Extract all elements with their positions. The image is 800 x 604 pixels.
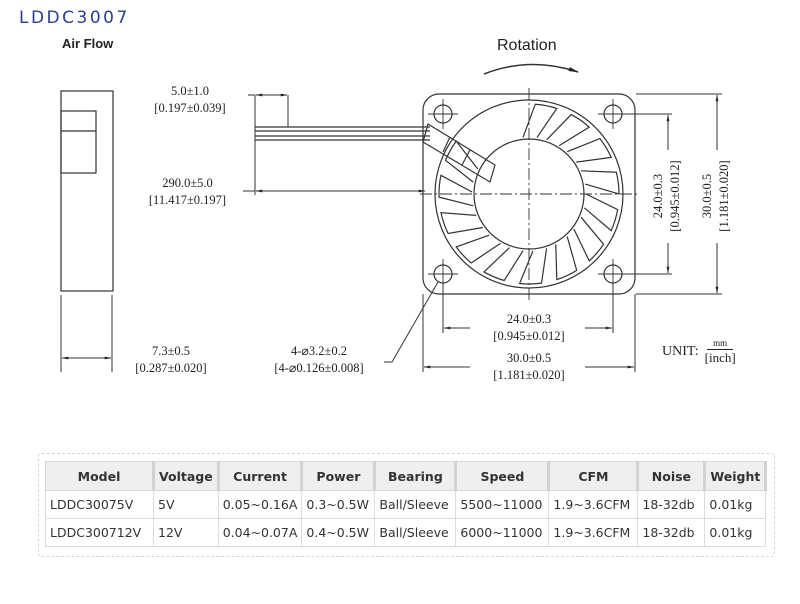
unit-fraction: mm [inch] xyxy=(705,338,736,365)
col-bearing: Bearing xyxy=(374,461,458,491)
table-row: LDDC300712V 12V 0.04~0.07A 0.4~0.5W Ball… xyxy=(45,518,767,547)
dim-hole-spacing-v: 24.0±0.3 [0.945±0.012] xyxy=(650,146,684,246)
cell-speed: 5500~11000 xyxy=(455,490,550,519)
col-cfm: CFM xyxy=(548,461,640,491)
dim-frame-width-mm: 30.0±0.5 xyxy=(506,351,552,365)
fan-blade xyxy=(438,174,474,207)
dim-hole-spacing-v-inch: [0.945±0.012] xyxy=(668,160,682,232)
dim-thickness-inch: [0.287±0.020] xyxy=(135,361,207,375)
dim-frame-width: 30.0±0.5 [1.181±0.020] xyxy=(473,350,585,384)
cell-cfm: 1.9~3.6CFM xyxy=(548,490,639,519)
dim-hole-spacing-v-mm: 24.0±0.3 xyxy=(651,173,665,219)
dim-lead-strip-inch: [0.197±0.039] xyxy=(154,101,226,115)
fan-blade xyxy=(440,212,483,235)
model-title: LDDC3007 xyxy=(19,8,130,28)
fan-blade xyxy=(583,193,619,232)
fan-front-view xyxy=(420,88,640,300)
side-view-connector xyxy=(60,110,97,174)
cable xyxy=(243,93,430,195)
dim-lead-length-inch: [11.417±0.197] xyxy=(148,193,227,207)
cell-current: 0.05~0.16A xyxy=(217,490,303,519)
dim-hole-spacing-h: 24.0±0.3 [0.945±0.012] xyxy=(473,311,585,345)
dim-mounting-holes: 4-⌀3.2±0.2 [4-⌀0.126±0.008] xyxy=(253,343,385,377)
cell-current: 0.04~0.07A xyxy=(217,518,303,547)
dim-frame-height-mm: 30.0±0.5 xyxy=(700,173,714,219)
cell-bearing: Ball/Sleeve xyxy=(374,518,457,547)
fan-blade xyxy=(455,234,501,264)
col-model: Model xyxy=(45,461,155,491)
spec-table: Model Voltage Current Power Bearing Spee… xyxy=(45,461,768,547)
dim-thickness-mm: 7.3±0.5 xyxy=(151,344,191,358)
cell-voltage: 5V xyxy=(153,490,219,519)
spec-table-header: Model Voltage Current Power Bearing Spee… xyxy=(45,461,768,491)
cell-model: LDDC300712V xyxy=(45,518,154,547)
cell-noise: 18-32db xyxy=(637,518,706,547)
dim-mounting-holes-mm: 4-⌀3.2±0.2 xyxy=(290,344,348,358)
cell-weight: 0.01kg xyxy=(704,518,767,547)
dim-thickness: 7.3±0.5 [0.287±0.020] xyxy=(118,343,224,377)
side-view-body xyxy=(60,90,114,292)
fan-blade xyxy=(483,247,524,282)
col-speed: Speed xyxy=(455,461,551,491)
cell-bearing: Ball/Sleeve xyxy=(374,490,457,519)
cell-model: LDDC30075V xyxy=(45,490,154,519)
table-row: LDDC30075V 5V 0.05~0.16A 0.3~0.5W Ball/S… xyxy=(45,490,767,519)
air-flow-label: Air Flow xyxy=(62,36,114,51)
dim-frame-height-inch: [1.181±0.020] xyxy=(717,160,731,232)
unit-label: UNIT: xyxy=(662,343,699,359)
dim-mounting-holes-inch: [4-⌀0.126±0.008] xyxy=(274,361,364,375)
fan-blade xyxy=(573,216,605,262)
fan-blade xyxy=(444,140,479,183)
dim-lead-strip: 5.0±1.0 [0.197±0.039] xyxy=(130,83,250,117)
dim-frame-height: 30.0±0.5 [1.181±0.020] xyxy=(699,146,733,246)
horizontal-dimensions xyxy=(422,283,636,372)
cell-noise: 18-32db xyxy=(637,490,706,519)
dim-lead-length: 290.0±5.0 [11.417±0.197] xyxy=(130,175,245,209)
col-weight: Weight xyxy=(704,461,768,491)
dim-frame-width-inch: [1.181±0.020] xyxy=(493,368,565,382)
side-view xyxy=(60,90,114,372)
col-voltage: Voltage xyxy=(153,461,220,491)
dim-hole-spacing-h-mm: 24.0±0.3 xyxy=(506,312,552,326)
fan-blade xyxy=(555,236,578,281)
col-current: Current xyxy=(217,461,304,491)
cell-voltage: 12V xyxy=(153,518,219,547)
hole-leader-line xyxy=(384,281,439,363)
fan-blade xyxy=(546,113,591,147)
fan-blade xyxy=(522,103,558,138)
fan-blade xyxy=(581,170,620,195)
col-noise: Noise xyxy=(637,461,707,491)
cell-power: 0.3~0.5W xyxy=(301,490,376,519)
vertical-dimensions xyxy=(622,93,722,295)
fan-blades xyxy=(438,103,620,285)
fan-blade xyxy=(518,248,548,285)
col-power: Power xyxy=(301,461,377,491)
unit-denominator: [inch] xyxy=(704,350,736,365)
unit-numerator: mm xyxy=(707,338,734,350)
dim-lead-length-mm: 290.0±5.0 xyxy=(162,176,213,190)
dim-hole-spacing-h-inch: [0.945±0.012] xyxy=(493,329,565,343)
fan-blade xyxy=(566,137,613,163)
cell-speed: 6000~11000 xyxy=(455,518,550,547)
spec-panel xyxy=(38,453,775,557)
rotation-label: Rotation xyxy=(497,37,557,54)
rotation-arrow xyxy=(483,63,579,75)
cell-weight: 0.01kg xyxy=(704,490,767,519)
dim-lead-strip-mm: 5.0±1.0 xyxy=(170,84,210,98)
cell-cfm: 1.9~3.6CFM xyxy=(548,518,639,547)
unit-legend: UNIT: mm [inch] xyxy=(662,338,736,365)
fan-technical-drawing xyxy=(60,63,722,372)
cell-power: 0.4~0.5W xyxy=(301,518,376,547)
